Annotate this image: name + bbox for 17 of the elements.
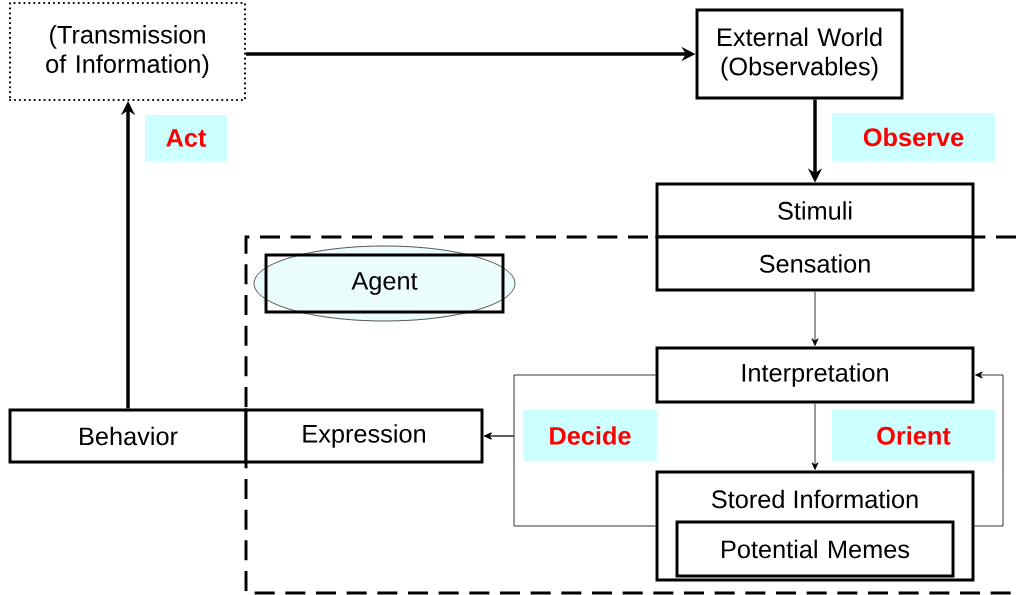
process-box: Interpretation [655,346,975,404]
process-box: Potential Memes [675,520,955,578]
phase-label: Observe [832,113,995,161]
agent-label: Agent [253,245,516,322]
process-box: Stimuli [655,182,975,239]
phase-label: Decide [523,410,657,461]
arrow [484,432,656,527]
process-box: (Transmission of Information) [8,1,247,102]
process-box: Expression [244,408,484,464]
phase-label: Act [145,115,227,161]
process-box: External World (Observables) [695,8,904,100]
arrow [811,403,819,470]
process-box: Behavior [8,408,248,464]
process-box: Sensation [655,235,975,292]
arrow [974,371,1004,527]
arrow [811,291,819,346]
phase-label: Orient [832,410,995,461]
